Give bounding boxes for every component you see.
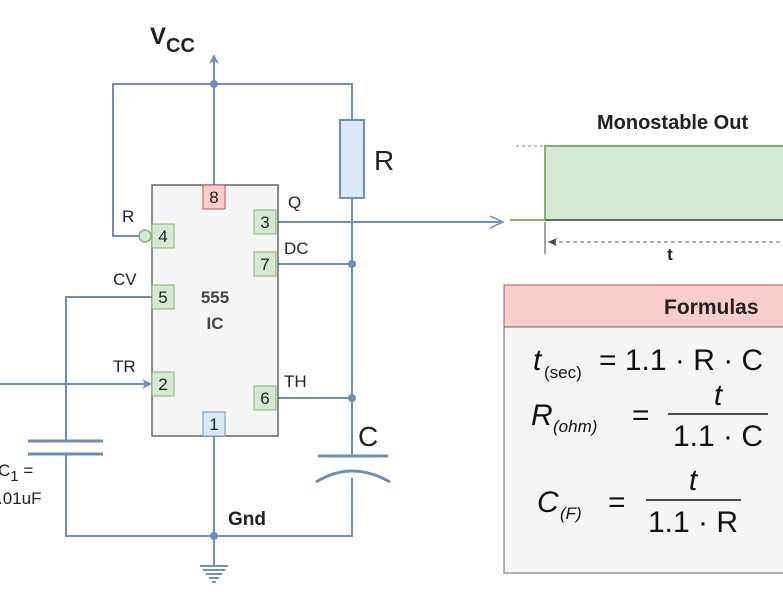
reset-loop-wire — [112, 83, 214, 237]
pin-4-label: 4 — [158, 227, 167, 246]
svg-text:(sec): (sec) — [544, 363, 582, 382]
svg-text:(F): (F) — [560, 504, 582, 523]
wires — [0, 54, 503, 566]
formula-time: t (sec) = 1.1 · R · C — [533, 344, 763, 382]
resistor — [339, 119, 365, 199]
pin-label-dc: DC — [284, 239, 309, 258]
svg-text:=: = — [608, 486, 626, 519]
waveform-pulse — [545, 146, 783, 220]
c1-value: .01uF — [0, 489, 41, 508]
svg-text:=: = — [632, 399, 650, 432]
vcc-label: VCC — [150, 23, 195, 57]
capacitor-label: C — [358, 421, 378, 452]
pin-6-label: 6 — [260, 389, 269, 408]
pin-8-box — [202, 184, 226, 210]
ic-label-ic: IC — [207, 314, 224, 333]
c1-label: C1 = — [0, 461, 33, 485]
pin-5-box — [151, 284, 175, 310]
junction-dot — [348, 394, 356, 402]
svg-text:1.1 · C: 1.1 · C — [673, 420, 763, 453]
capacitor-c1 — [28, 439, 103, 456]
pin-8-label: 8 — [209, 188, 218, 207]
pin-1-label: 1 — [209, 415, 218, 434]
formula-resistance: R (ohm) = t 1.1 · C — [531, 379, 768, 453]
pin-label-th: TH — [284, 372, 307, 391]
svg-text:t: t — [533, 344, 543, 377]
pin-3-label: 3 — [260, 213, 269, 232]
pin-label-tr: TR — [113, 357, 136, 376]
svg-text:= 1.1 · R · C: = 1.1 · R · C — [599, 344, 763, 377]
pins: 8 4 5 2 3 7 6 1 — [151, 184, 277, 437]
reset-bubble-icon — [138, 229, 152, 243]
resistor-label: R — [374, 145, 394, 176]
pin-3-box — [253, 209, 277, 235]
svg-text:R: R — [531, 399, 553, 432]
pin-5-label: 5 — [158, 288, 167, 307]
waveform-width-label: t — [667, 245, 673, 264]
capacitor — [315, 454, 391, 484]
pin-7-box — [253, 251, 277, 277]
pin-6-box — [253, 385, 277, 411]
gnd-label: Gnd — [228, 509, 266, 530]
formula-capacitance: C (F) = t 1.1 · R — [537, 464, 741, 539]
pin-2-label: 2 — [158, 375, 167, 394]
junction-dot — [210, 80, 218, 88]
svg-text:(ohm): (ohm) — [553, 417, 597, 436]
ic-label-555: 555 — [201, 288, 229, 307]
waveform-line — [510, 145, 783, 221]
svg-text:t: t — [689, 464, 699, 497]
ground-icon — [200, 565, 228, 583]
formulas-header — [503, 284, 783, 328]
svg-text:C: C — [537, 486, 559, 519]
junction-dots — [210, 80, 356, 540]
pin-1-box — [202, 411, 226, 437]
pin-2-box — [151, 371, 175, 397]
svg-text:t: t — [714, 379, 724, 412]
pin-7-label: 7 — [260, 255, 269, 274]
pin-function-labels: R Q DC CV TR TH — [113, 193, 309, 391]
junction-dot — [348, 260, 356, 268]
cv-wire — [65, 296, 152, 441]
svg-text:1.1 · R: 1.1 · R — [648, 506, 738, 539]
pin-label-q: Q — [288, 193, 301, 212]
formulas-title: Formulas — [664, 296, 759, 319]
formulas-body — [503, 326, 783, 574]
pin-label-cv: CV — [113, 270, 137, 289]
c1-gnd-wire — [65, 454, 353, 537]
junction-dot — [210, 532, 218, 540]
waveform-title: Monostable Out — [597, 112, 748, 134]
vcc-to-resistor-wire — [214, 83, 353, 120]
pin-4-box — [151, 223, 175, 249]
pin-label-r: R — [122, 207, 134, 226]
